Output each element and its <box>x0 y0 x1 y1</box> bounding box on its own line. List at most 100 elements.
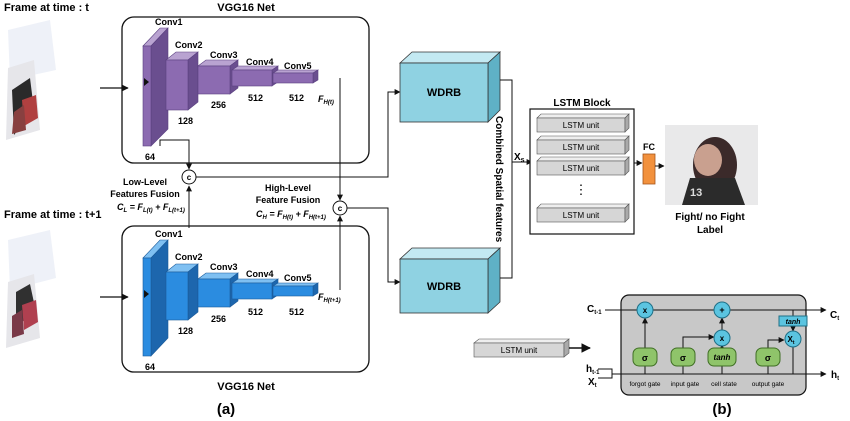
vgg-top-conv1 <box>142 27 169 147</box>
vgg-top-conv1-label: Conv1 <box>155 17 183 27</box>
forget-gate-label: forgot gate <box>629 381 660 388</box>
frame-t-label: Frame at time : t <box>4 2 89 14</box>
lstm-unit-1-label: LSTM unit <box>563 121 600 130</box>
vgg-bottom-conv2-label: Conv2 <box>175 252 203 262</box>
vgg-bottom-conv5 <box>271 282 320 297</box>
cell-state-gate <box>707 347 737 367</box>
vgg-top-size-512a: 512 <box>248 93 263 103</box>
vgg-top-size-512b: 512 <box>289 93 304 103</box>
fc-block <box>642 153 656 185</box>
jersey-number-graphic: 13 <box>690 187 702 199</box>
output-gate <box>755 347 781 367</box>
low-fusion-title-2: Features Fusion <box>110 189 180 199</box>
vgg-top-conv5 <box>271 69 320 84</box>
vgg-bottom-size-64: 64 <box>145 362 155 372</box>
wdrb-top-label: WDRB <box>427 87 461 99</box>
input-mult-symbol: x <box>720 334 725 343</box>
cell-state-gate-symbol: tanh <box>714 353 731 362</box>
wdrb-top-block <box>398 51 502 123</box>
low-fusion-title-1: Low-Level <box>123 177 167 187</box>
output-mult-node <box>784 330 802 348</box>
lstm-unit-3-label: LSTM unit <box>563 164 600 173</box>
panel-label-a: (a) <box>217 401 235 418</box>
vgg-top-conv2 <box>165 51 199 111</box>
lstm-block-title: LSTM Block <box>553 98 611 109</box>
lstm-unit-standalone <box>473 338 570 358</box>
low-fusion-in-top <box>159 139 192 170</box>
tanh-box-label: tanh <box>786 319 801 326</box>
forget-gate <box>632 347 658 367</box>
h-prev-label: ht-1 <box>586 364 600 376</box>
vgg-top-size-64: 64 <box>145 152 155 162</box>
output-gate-label: output gate <box>752 381 785 388</box>
cell-add-node <box>713 301 731 319</box>
x-in-label: Xt <box>588 377 597 389</box>
vgg-bottom-size-512a: 512 <box>248 307 263 317</box>
vgg-top-conv3-label: Conv3 <box>210 50 238 60</box>
vgg-top-conv4 <box>231 65 279 87</box>
input-gate-symbol: σ <box>680 353 686 363</box>
lstm-unit-standalone-label: LSTM unit <box>501 346 538 355</box>
vgg-top-conv4-label: Conv4 <box>246 57 274 67</box>
h-out-label: ht <box>831 370 839 382</box>
lstm-unit-2-label: LSTM unit <box>563 143 600 152</box>
wdrb-bottom-block <box>398 247 502 314</box>
vgg-top-title: VGG16 Net <box>217 2 275 14</box>
wdrb-bottom-label: WDRB <box>427 281 461 293</box>
input-merge <box>598 368 613 379</box>
output-gate-symbol: σ <box>765 353 771 363</box>
vgg-top-size-128: 128 <box>178 116 193 126</box>
lstm-unit-2 <box>536 135 630 155</box>
panel-label-b: (b) <box>712 401 731 418</box>
frame-t1-label: Frame at time : t+1 <box>4 209 102 221</box>
vgg-top-output-label: FH(t) <box>318 94 334 106</box>
gate-2-out <box>682 334 715 348</box>
vgg-bottom-conv1-label: Conv1 <box>155 229 183 239</box>
vgg-top-conv2-label: Conv2 <box>175 40 203 50</box>
high-concat-symbol: c <box>338 204 343 213</box>
vgg-top-size-256: 256 <box>211 100 226 110</box>
input-gate <box>670 347 696 367</box>
input-mult-node <box>713 329 731 347</box>
tanh-box <box>778 315 808 327</box>
vgg-bottom-conv2 <box>165 263 199 321</box>
lstm-cell-frame <box>620 294 807 396</box>
vgg-bottom-title: VGG16 Net <box>217 381 275 393</box>
vgg-bottom-size-256: 256 <box>211 314 226 324</box>
output-frame-image: 13 <box>665 125 758 205</box>
combined-spatial-label: Combined Spatial features <box>493 116 504 243</box>
combine-bracket <box>500 79 513 279</box>
high-fusion-title-1: High-Level <box>265 183 311 193</box>
vgg-top-conv5-label: Conv5 <box>284 61 312 71</box>
cell-add-symbol: + <box>719 305 724 315</box>
vgg-bottom-frame <box>121 225 370 373</box>
lstm-ellipsis: ⋮ <box>575 182 588 197</box>
cell-state-label: cell state <box>711 381 737 388</box>
forget-gate-symbol: σ <box>642 353 648 363</box>
output-mult-symbol: Xt <box>787 335 794 346</box>
h-out-line <box>792 347 827 377</box>
c-next-label: Ct <box>830 310 839 322</box>
low-fusion-out <box>196 89 401 178</box>
c-prev-label: Ct-1 <box>587 304 602 316</box>
gate-4-out <box>767 337 785 348</box>
forget-mult-symbol: x <box>643 306 648 315</box>
frame-t1-image <box>6 230 56 348</box>
input-gate-label: input gate <box>671 381 700 388</box>
high-fusion-title-2: Feature Fusion <box>256 195 321 205</box>
vgg-bottom-conv3-label: Conv3 <box>210 262 238 272</box>
xs-label: Xs <box>514 152 525 164</box>
vgg-bottom-conv1 <box>142 239 169 357</box>
vgg-bottom-conv4-label: Conv4 <box>246 269 274 279</box>
lstm-unit-4 <box>536 203 630 223</box>
high-fusion-out <box>347 207 401 285</box>
vgg-bottom-conv5-label: Conv5 <box>284 273 312 283</box>
vgg-bottom-conv4 <box>231 278 279 300</box>
lstm-unit-4-label: LSTM unit <box>563 211 600 220</box>
low-fusion-formula: CL = FL(t) + FL(t+1) <box>117 202 185 214</box>
fc-label: FC <box>643 142 655 152</box>
vgg-bottom-output-label: FH(t+1) <box>318 292 341 304</box>
output-label-1: Fight/ no Fight <box>675 212 745 223</box>
vgg-top-frame <box>121 16 370 164</box>
